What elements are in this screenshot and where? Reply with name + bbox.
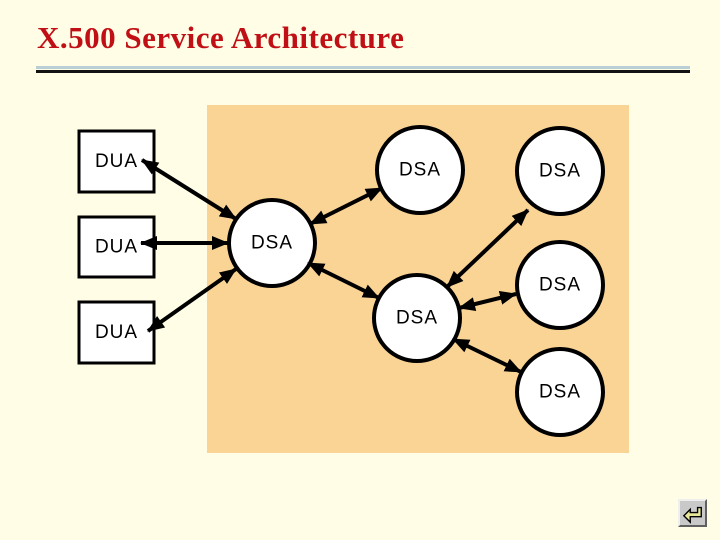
dsa-6-label: DSA: [539, 382, 581, 403]
dua-2-label: DUA: [95, 237, 138, 258]
dsa-5-circle: [372, 273, 462, 363]
dsa-2-label: DSA: [399, 160, 441, 181]
dsa-1-node: DSA: [227, 198, 317, 288]
dsa-4-label: DSA: [539, 275, 581, 296]
link-dua-3-dsa-1: [146, 267, 238, 333]
dsa-6-node: DSA: [515, 347, 605, 437]
dsa-3-circle: [515, 126, 605, 216]
dsa-1-label: DSA: [251, 233, 293, 254]
dsa-4-node: DSA: [515, 240, 605, 330]
dua-3-node: DUA: [77, 300, 156, 365]
dua-1-label: DUA: [95, 151, 138, 172]
dsa-3-node: DSA: [515, 126, 605, 216]
title-divider-black: [36, 70, 690, 73]
dua-3-label: DUA: [95, 322, 138, 343]
link-dsa-1-dsa-2: [309, 186, 383, 226]
link-dsa-1-dsa-5: [307, 261, 380, 300]
link-dua-1-dsa-1: [140, 158, 238, 221]
dsa-1-circle: [227, 198, 317, 288]
page-title: X.500 Service Architecture: [37, 20, 405, 55]
title-divider-blue: [36, 66, 690, 69]
dua-3-box: [77, 300, 156, 365]
link-dsa-5-dsa-6: [452, 337, 522, 374]
dsa-5-label: DSA: [396, 308, 438, 329]
dsa-6-circle: [515, 347, 605, 437]
back-action-button[interactable]: [678, 499, 707, 527]
dsa-2-node: DSA: [375, 125, 465, 215]
dsa-5-node: DSA: [372, 273, 462, 363]
dsa-3-label: DSA: [539, 161, 581, 182]
return-arrow-icon: [682, 506, 702, 524]
dsa-2-circle: [375, 125, 465, 215]
link-dsa-5-dsa-3: [445, 208, 530, 289]
link-dsa-5-dsa-4: [458, 291, 517, 311]
dua-2-node: DUA: [77, 215, 156, 279]
